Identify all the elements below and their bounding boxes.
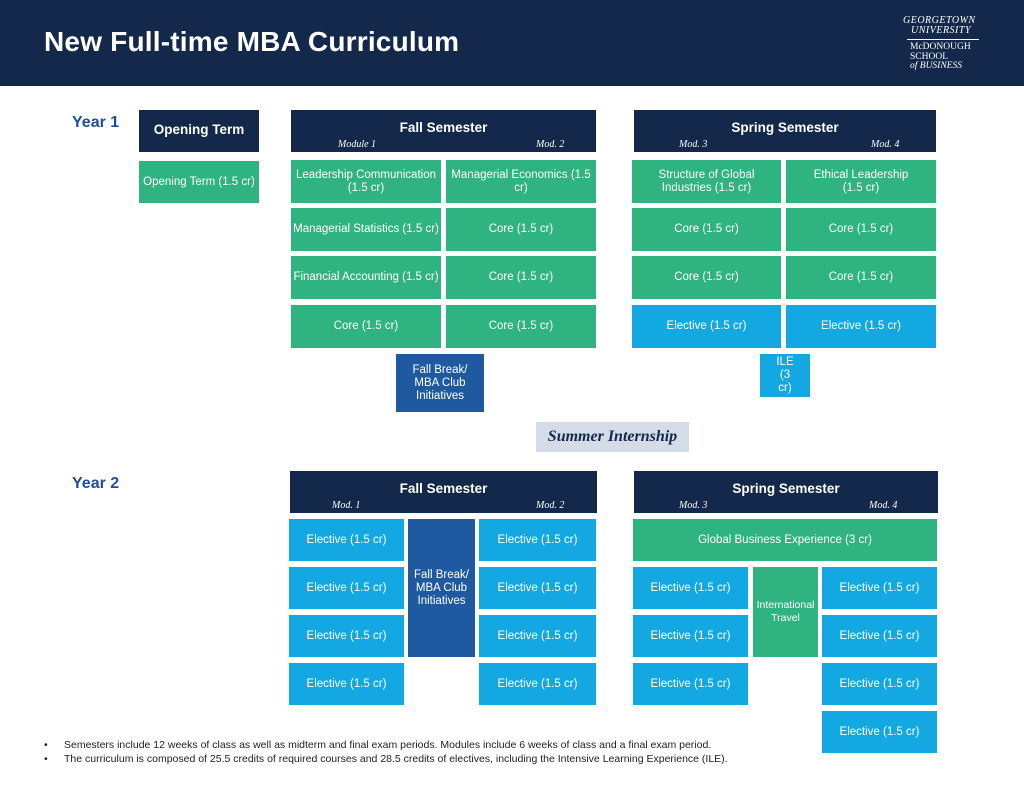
bullet-icon: • (44, 753, 48, 765)
y1-spring-header-text: Spring Semester (731, 120, 839, 135)
course-block: Elective (1.5 cr) (822, 711, 937, 753)
logo-line-3: McDONOUGH (910, 42, 971, 52)
course-block: Managerial Statistics (1.5 cr) (291, 208, 441, 251)
logo-line-5: of BUSINESS (910, 61, 962, 71)
course-block: Elective (1.5 cr) (632, 305, 781, 348)
y2-spring-header-text: Spring Semester (732, 481, 840, 496)
year-1-label: Year 1 (72, 114, 120, 131)
course-block: Elective (1.5 cr) (822, 663, 937, 705)
course-block: Elective (1.5 cr) (633, 567, 748, 609)
course-block: Managerial Economics (1.5 cr) (446, 160, 596, 203)
footnote-text: The curriculum is composed of 25.5 credi… (64, 753, 728, 765)
opening-term-header: Opening Term (139, 110, 259, 152)
y2-spring-header: Spring Semester Mod. 3 Mod. 4 (634, 471, 938, 513)
course-block: Core (1.5 cr) (291, 305, 441, 348)
course-block: Elective (1.5 cr) (822, 567, 937, 609)
course-block: Core (1.5 cr) (786, 208, 936, 251)
bullet-icon: • (44, 739, 48, 751)
course-block: Core (1.5 cr) (786, 256, 936, 299)
y1-fall-mod-right: Mod. 2 (536, 139, 565, 150)
logo-line-1: GEORGETOWN (903, 15, 976, 26)
georgetown-logo: GEORGETOWN UNIVERSITY McDONOUGH SCHOOL o… (903, 16, 983, 80)
course-block: Elective (1.5 cr) (479, 615, 596, 657)
course-block: Elective (1.5 cr) (633, 615, 748, 657)
international-travel-block: International Travel (753, 567, 818, 657)
course-block: Elective (1.5 cr) (822, 615, 937, 657)
course-block: Core (1.5 cr) (632, 256, 781, 299)
course-block: Elective (1.5 cr) (289, 567, 404, 609)
footnotes: • Semesters include 12 weeks of class as… (44, 738, 804, 766)
course-block: Core (1.5 cr) (446, 305, 596, 348)
course-block: Elective (1.5 cr) (479, 567, 596, 609)
course-block: Elective (1.5 cr) (786, 305, 936, 348)
course-block: Elective (1.5 cr) (289, 519, 404, 561)
opening-term-header-text: Opening Term (153, 122, 245, 137)
course-block: Structure of Global Industries (1.5 cr) (632, 160, 781, 203)
footnote-text: Semesters include 12 weeks of class as w… (64, 739, 712, 751)
y1-spring-mod-right: Mod. 4 (871, 139, 900, 150)
course-block: Elective (1.5 cr) (479, 519, 596, 561)
y2-fall-header-text: Fall Semester (399, 481, 488, 496)
y2-fall-break-block: Fall Break/ MBA Club Initiatives (408, 519, 475, 657)
logo-line-2: UNIVERSITY (911, 25, 971, 36)
course-block: Elective (1.5 cr) (633, 663, 748, 705)
y1-fall-header: Fall Semester Module 1 Mod. 2 (291, 110, 596, 152)
y2-fall-mod-left: Mod. 1 (332, 500, 361, 511)
opening-term-course: Opening Term (1.5 cr) (139, 161, 259, 203)
footnote-item: • The curriculum is composed of 25.5 cre… (44, 752, 804, 766)
y1-fall-mod-left: Module 1 (338, 139, 377, 150)
course-block: Leadership Communication (1.5 cr) (291, 160, 441, 203)
course-block: Core (1.5 cr) (632, 208, 781, 251)
course-block: Core (1.5 cr) (446, 208, 596, 251)
year-2-label: Year 2 (72, 475, 120, 492)
y2-fall-header: Fall Semester Mod. 1 Mod. 2 (290, 471, 597, 513)
header-bar: New Full-time MBA Curriculum GEORGETOWN … (0, 0, 1024, 86)
course-block: Elective (1.5 cr) (479, 663, 596, 705)
course-block: Elective (1.5 cr) (289, 615, 404, 657)
y1-spring-header: Spring Semester Mod. 3 Mod. 4 (634, 110, 936, 152)
y1-spring-mod-left: Mod. 3 (679, 139, 708, 150)
footnote-item: • Semesters include 12 weeks of class as… (44, 738, 804, 752)
ile-block: ILE (3 cr) (760, 354, 810, 397)
gbe-block: Global Business Experience (3 cr) (633, 519, 937, 561)
course-block: Financial Accounting (1.5 cr) (291, 256, 441, 299)
y1-fall-header-text: Fall Semester (399, 120, 488, 135)
y2-fall-mod-right: Mod. 2 (536, 500, 565, 511)
y2-spring-mod-left: Mod. 3 (679, 500, 708, 511)
course-block: Elective (1.5 cr) (289, 663, 404, 705)
y2-spring-mod-right: Mod. 4 (869, 500, 898, 511)
course-block: Core (1.5 cr) (446, 256, 596, 299)
y1-fall-break-block: Fall Break/ MBA Club Initiatives (396, 354, 484, 412)
course-block: Ethical Leadership (1.5 cr) (786, 160, 936, 203)
logo-rule (907, 39, 979, 40)
summer-internship-banner: Summer Internship (536, 422, 689, 452)
page-title: New Full-time MBA Curriculum (44, 26, 460, 57)
logo-line-4: SCHOOL (910, 51, 949, 62)
